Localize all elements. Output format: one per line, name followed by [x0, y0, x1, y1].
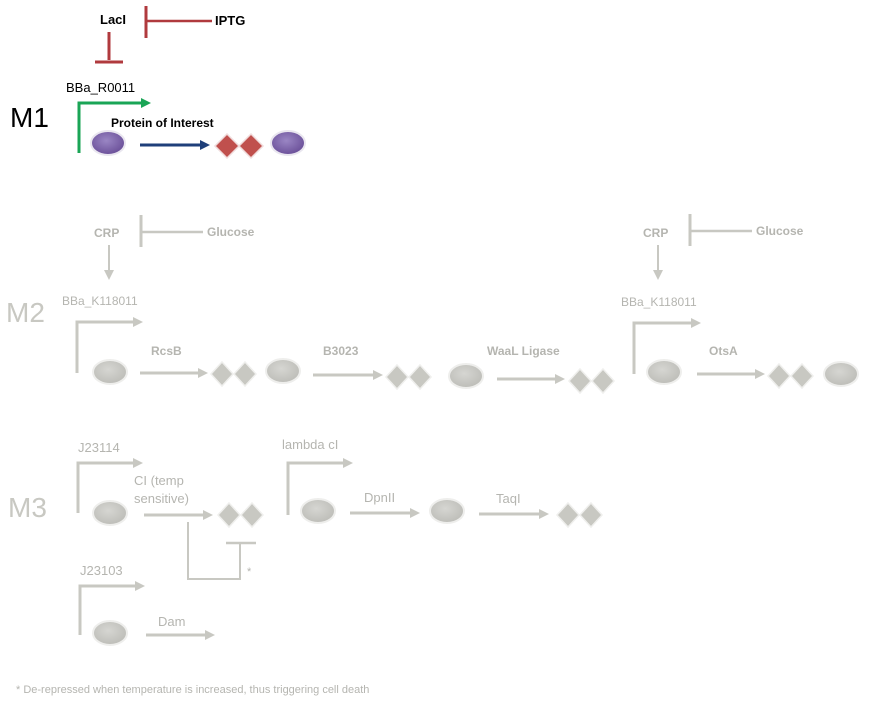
promoter-arrow-j23114: [76, 458, 143, 513]
promoter-label-m1: BBa_R0011: [66, 80, 135, 95]
glucose-inhibition-bar-2: [688, 214, 752, 246]
protein-diamonds-b3023: [384, 363, 433, 391]
promoter-label-j23103: J23103: [80, 563, 123, 578]
iptg-inhibition-bar: [144, 6, 212, 38]
protein-diamonds-waal: [567, 367, 616, 395]
glucose-label-2: Glucose: [756, 224, 804, 238]
gene-label-protein-of-interest: Protein of Interest: [111, 116, 214, 130]
crp-label-1: CRP: [94, 226, 119, 240]
promoter-arrow-j23103: [78, 581, 145, 635]
rbs-oval-m2-3: [448, 363, 484, 389]
module-m1: M1 LacI IPTG BBa_R0011 Protein of Intere…: [10, 6, 306, 160]
promoter-arrow-m2-2: [632, 318, 701, 374]
gene-label-waal-ligase: WaaL Ligase: [487, 344, 560, 358]
module-m2: M2 CRP Glucose BBa_K118011 RcsB B3023 W: [6, 214, 859, 395]
protein-diamonds-ci: [216, 501, 265, 529]
laci-label: LacI: [100, 12, 126, 27]
module-label-m3: M3: [8, 492, 47, 523]
promoter-label-lambda-ci: lambda cI: [282, 437, 338, 452]
ci-repression-loop: [187, 522, 256, 580]
terminator-oval-m1: [270, 130, 306, 156]
promoter-label-m2-2: BBa_K118011: [621, 295, 697, 309]
gene-label-otsa: OtsA: [709, 344, 738, 358]
module-label-m2: M2: [6, 297, 45, 328]
protein-diamonds-otsa: [766, 362, 815, 390]
protein-diamonds-rcsb: [209, 360, 258, 388]
rbs-oval-m2-4: [646, 359, 682, 385]
rbs-oval-m3-4: [92, 620, 128, 646]
iptg-label: IPTG: [215, 13, 245, 28]
module-m3: M3 J23114 CI (temp sensitive) * lambda c…: [8, 437, 604, 646]
glucose-inhibition-bar-1: [139, 215, 203, 247]
laci-repression-bar: [95, 32, 123, 64]
crp-label-2: CRP: [643, 226, 668, 240]
rbs-oval-m2-2: [265, 358, 301, 384]
promoter-arrow-m1: [77, 98, 151, 153]
rbs-oval-m2-1: [92, 359, 128, 385]
gene-label-dam: Dam: [158, 614, 185, 629]
gene-label-taqi: TaqI: [496, 491, 521, 506]
rbs-oval-m1: [90, 130, 126, 156]
promoter-label-j23114: J23114: [78, 440, 120, 455]
gene-label-dpnii: DpnII: [364, 490, 395, 505]
rbs-oval-m3-3: [429, 498, 465, 524]
rbs-oval-m3-1: [92, 500, 128, 526]
glucose-label-1: Glucose: [207, 225, 255, 239]
rbs-oval-m3-2: [300, 498, 336, 524]
gene-label-rcsb: RcsB: [151, 344, 182, 358]
promoter-label-m2-1: BBa_K118011: [62, 294, 138, 308]
gene-label-ci-line2: sensitive): [134, 491, 189, 506]
promoter-arrow-lambda-ci: [286, 458, 353, 515]
promoter-arrow-m2-1: [75, 317, 143, 373]
terminator-oval-m2: [823, 361, 859, 387]
protein-diamonds-m1: [213, 132, 265, 160]
protein-diamonds-taqi: [555, 501, 604, 529]
gene-label-b3023: B3023: [323, 344, 359, 358]
temperature-asterisk: *: [247, 566, 252, 578]
module-label-m1: M1: [10, 102, 49, 133]
gene-label-ci-line1: CI (temp: [134, 473, 184, 488]
footnote: * De-repressed when temperature is incre…: [16, 684, 369, 696]
